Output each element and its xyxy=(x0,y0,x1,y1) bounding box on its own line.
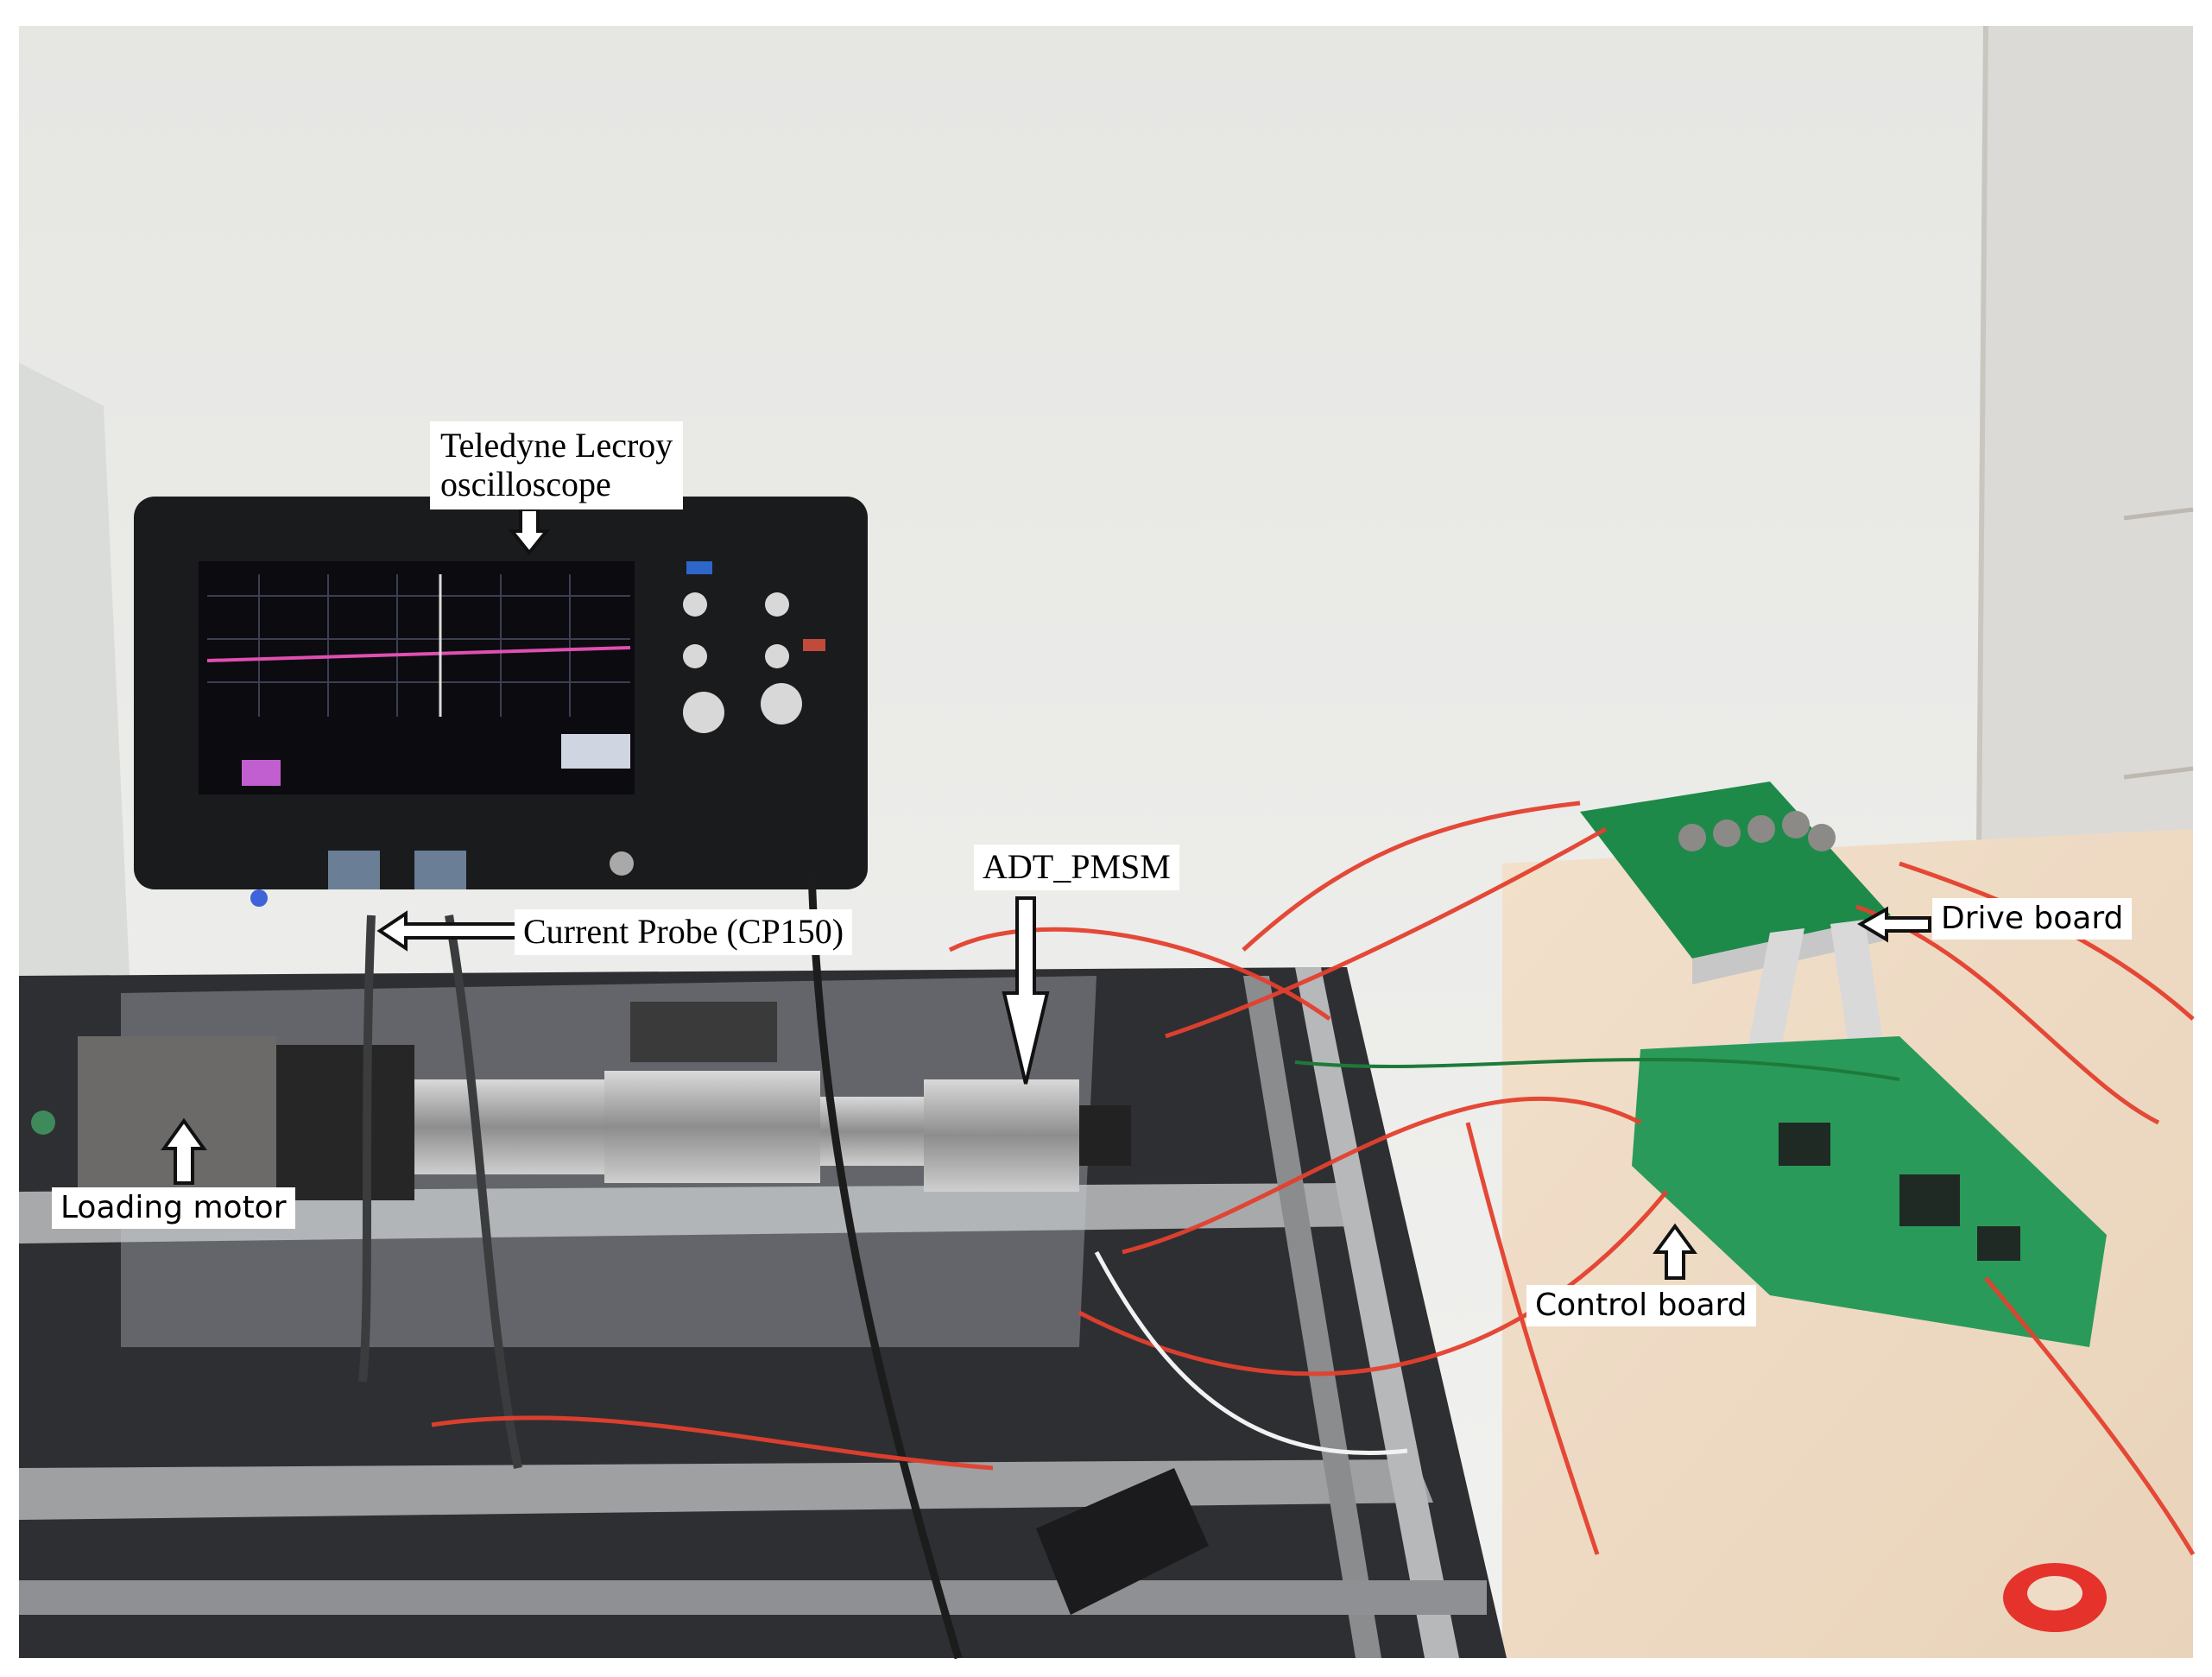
left-wall-panel xyxy=(19,363,130,993)
drive-board xyxy=(1580,782,1891,959)
arrow-left-icon xyxy=(376,910,520,952)
torque-sensor xyxy=(604,1071,820,1183)
control-board xyxy=(1632,1036,2107,1347)
arrow-up-icon xyxy=(1653,1223,1697,1280)
arrow-down-icon xyxy=(508,508,551,556)
loading-motor-label: Loading motor xyxy=(52,1187,295,1230)
current-probe-clamp xyxy=(1036,1468,1209,1615)
oscilloscope xyxy=(134,497,868,907)
arrow-down-icon xyxy=(1002,896,1050,1085)
drive-board-label: Drive board xyxy=(1932,898,2133,940)
pmsm-body xyxy=(924,1079,1079,1192)
adt-pmsm-label: ADT_PMSM xyxy=(974,845,1179,890)
arrow-left-icon xyxy=(1857,906,1931,943)
right-wall-corner xyxy=(1977,26,2193,1062)
control-board-label: Control board xyxy=(1526,1285,1756,1327)
oscilloscope-label-line2: oscilloscope xyxy=(440,464,611,503)
arrow-up-icon xyxy=(161,1117,207,1185)
current-probe-label: Current Probe (CP150) xyxy=(515,909,853,955)
oscilloscope-label: Teledyne Lecroy oscilloscope xyxy=(430,421,684,509)
oscilloscope-label-line1: Teledyne Lecroy xyxy=(440,426,673,465)
